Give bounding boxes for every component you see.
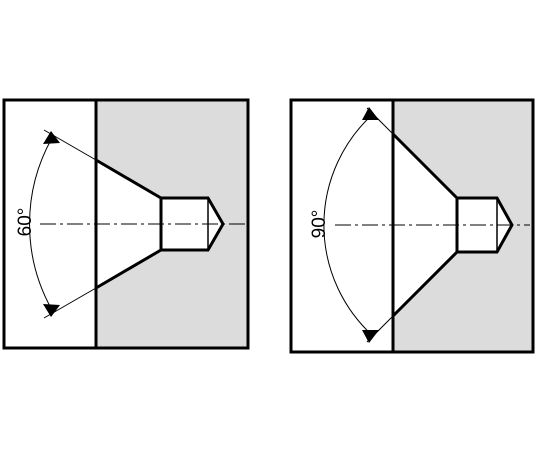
figure-60-degree: 60°: [2, 98, 250, 350]
outer-frame: [289, 98, 535, 354]
angle-dimension-arc: [323, 113, 374, 337]
arrowhead-top: [362, 107, 379, 120]
arrowhead-bottom: [362, 330, 379, 343]
outer-frame: [2, 98, 250, 350]
figure-90-degree: 90°: [289, 98, 535, 354]
angle-label: 60°: [15, 208, 36, 237]
arrowhead-top: [43, 131, 60, 144]
arrowhead-bottom: [43, 304, 60, 317]
angle-label: 90°: [309, 210, 330, 239]
angle-dimension-arc: [29, 137, 53, 311]
